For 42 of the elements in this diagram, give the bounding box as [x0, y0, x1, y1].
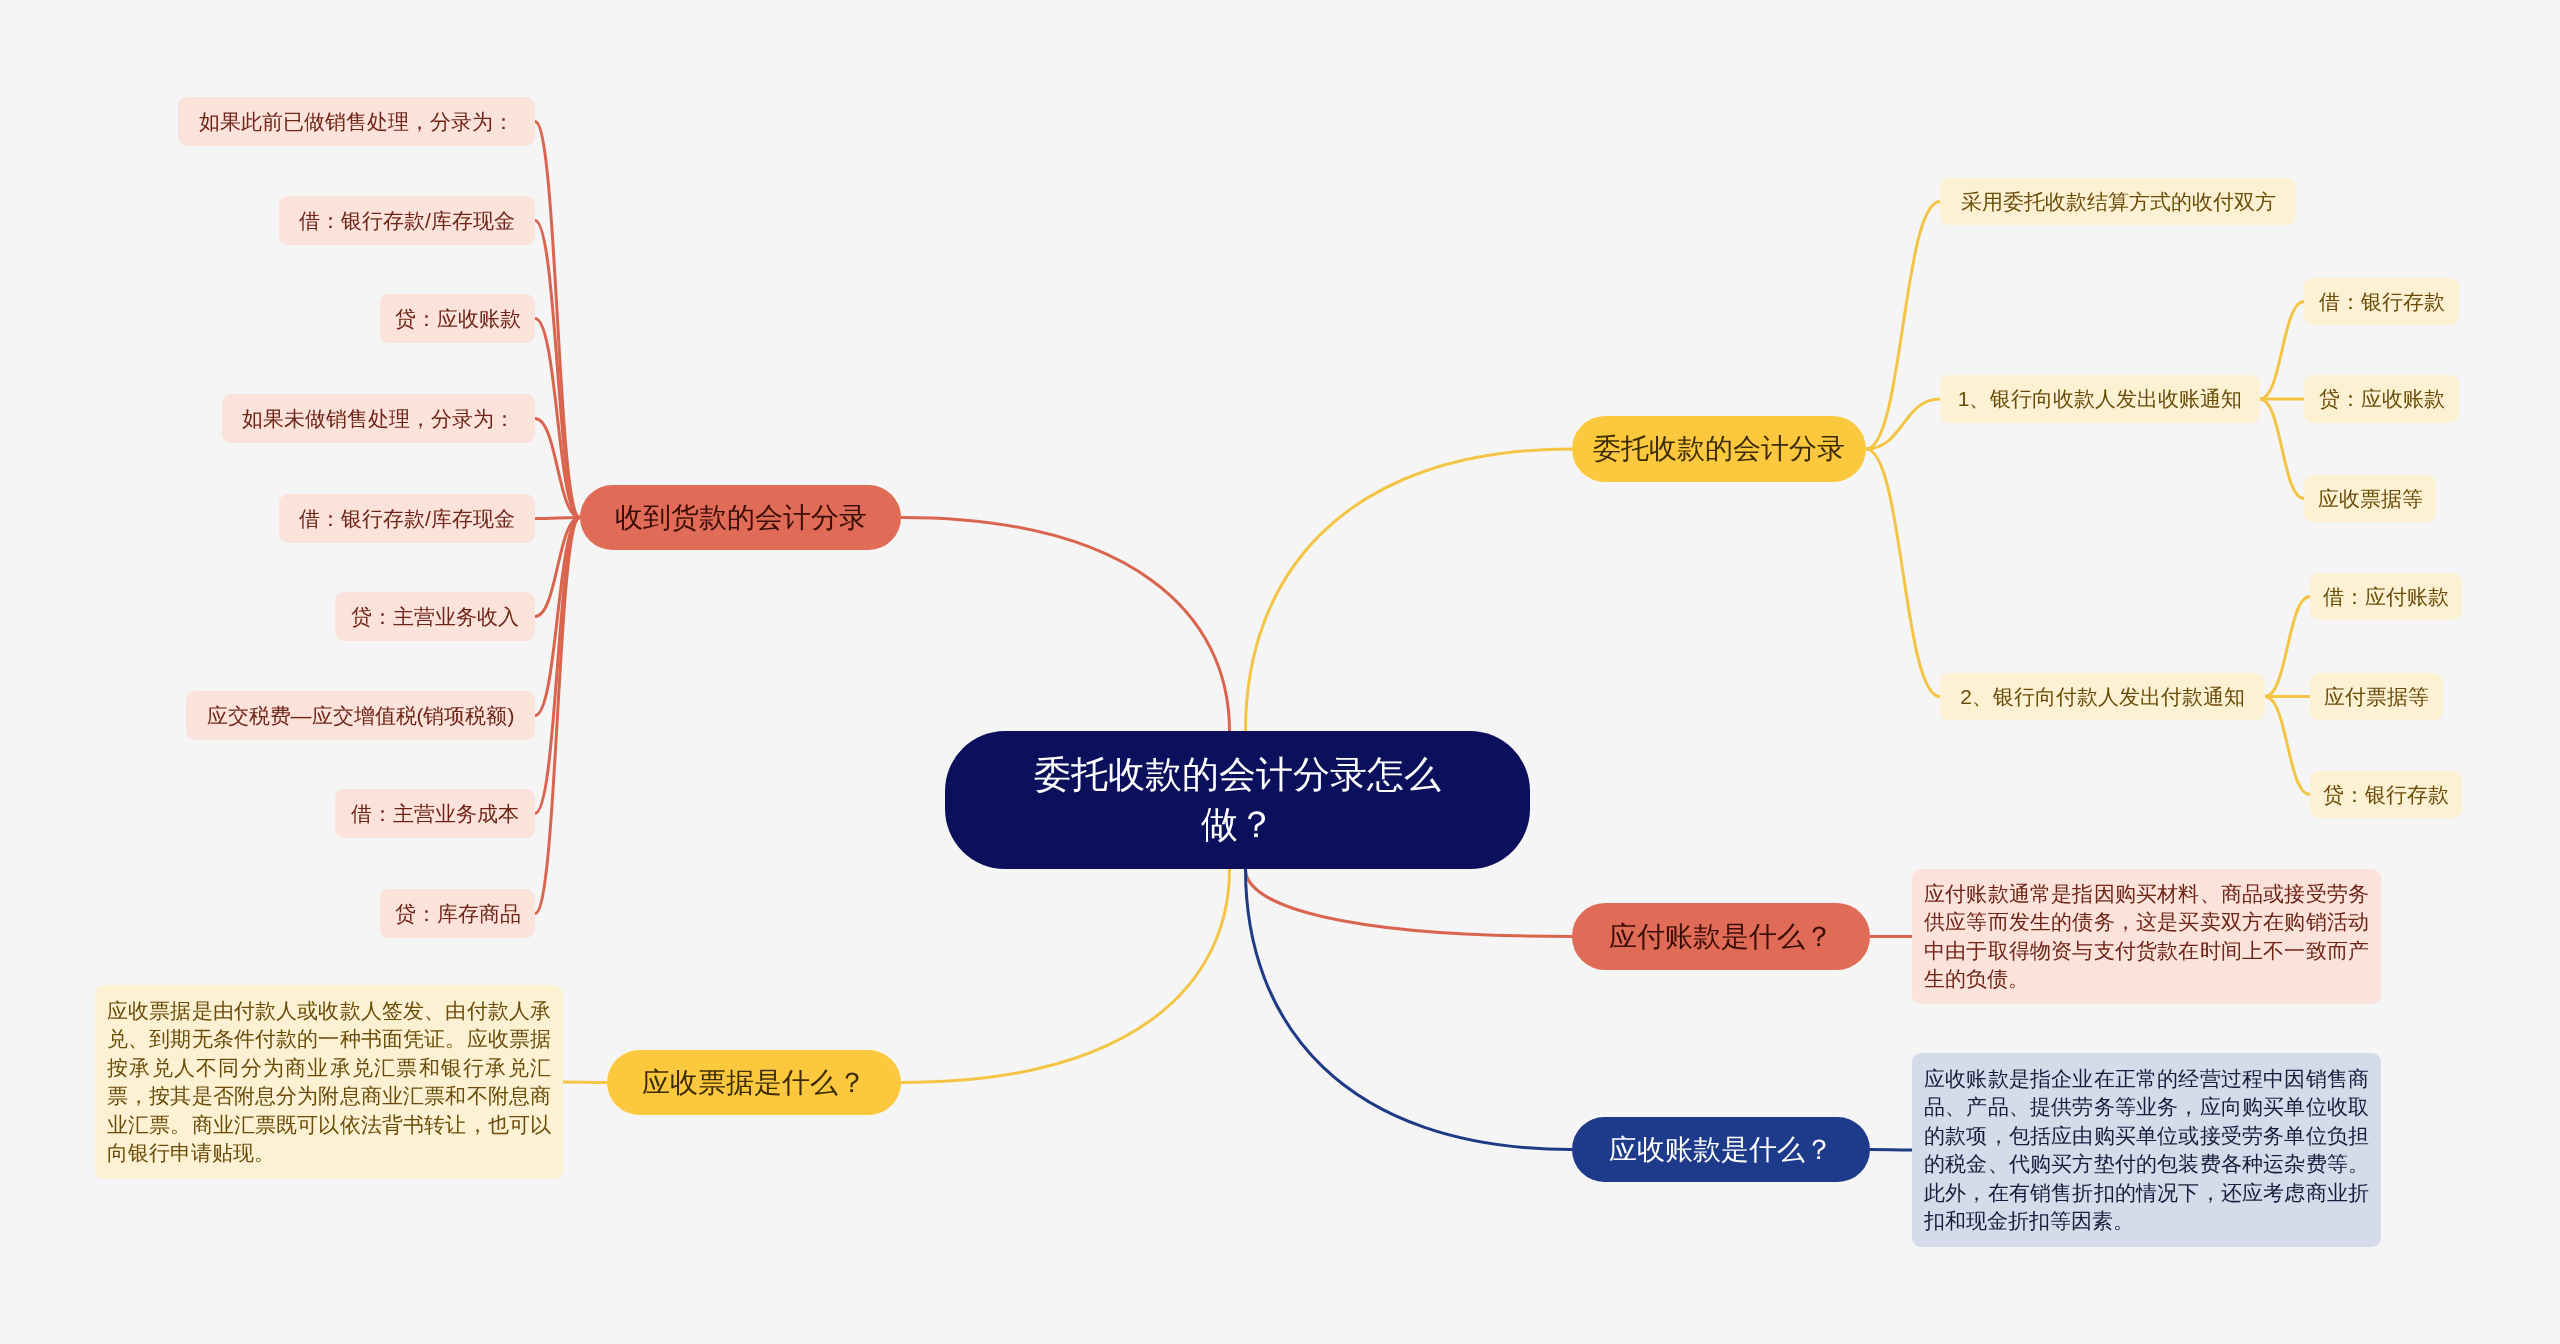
leaf-topic: 贷：主营业务收入 — [335, 592, 535, 641]
description-box: 应收票据是由付款人或收款人签发、由付款人承兑、到期无条件付款的一种书面凭证。应收票据按承兑人不同分为商业承兑汇票和银行承兑汇票，按其是否附息分为附息商业汇票和不附息商业汇票。商业汇票既可以依法背书转让，也可以向银行申请贴现。 — [95, 985, 563, 1179]
branch-topic: 应付账款是什么？ — [1572, 903, 1870, 970]
branch-topic: 应收账款是什么？ — [1572, 1117, 1870, 1182]
connector-line — [2264, 595, 2311, 698]
leaf-topic: 借：主营业务成本 — [335, 789, 535, 838]
branch-topic: 委托收款的会计分录 — [1572, 416, 1866, 482]
connector-line — [533, 516, 582, 915]
leaf-topic: 应付票据等 — [2310, 673, 2443, 720]
connector-line — [2259, 300, 2305, 401]
leaf-topic: 如果未做销售处理，分录为： — [222, 394, 535, 443]
leaf-topic: 借：银行存款 — [2304, 278, 2459, 325]
branch-topic: 收到货款的会计分录 — [580, 485, 901, 550]
connector-line — [2259, 397, 2305, 500]
connector-line — [1865, 397, 1941, 451]
leaf-topic: 贷：应收账款 — [2304, 375, 2459, 423]
connector-line — [900, 868, 1231, 1084]
branch-topic: 应收票据是什么？ — [607, 1050, 901, 1115]
leaf-topic: 借：银行存款/库存现金 — [279, 494, 535, 543]
leaf-topic: 借：应付账款 — [2310, 573, 2462, 620]
connector-line — [563, 1080, 607, 1084]
leaf-topic: 贷：应收账款 — [380, 294, 535, 343]
connector-line — [1865, 447, 1941, 698]
description-box: 应收账款是指企业在正常的经营过程中因销售商品、产品、提供劳务等业务，应向购买单位收取的款项，包括应由购买单位或接受劳务单位负担的税金、代购买方垫付的包装费各种运杂费等。此外，在有销售折扣的情况下，还应考虑商业折扣和现金折扣等因素。 — [1912, 1053, 2381, 1247]
connector-line — [533, 219, 582, 519]
leaf-topic: 贷：库存商品 — [380, 889, 535, 938]
leaf-topic: 1、银行向收款人发出收账通知 — [1940, 375, 2260, 423]
leaf-topic: 2、银行向付款人发出付款通知 — [1940, 673, 2265, 720]
connector-line — [1244, 868, 1573, 1151]
leaf-topic: 应交税费—应交增值税(销项税额) — [186, 691, 535, 740]
leaf-topic: 借：银行存款/库存现金 — [279, 196, 535, 245]
connector-line — [900, 516, 1231, 732]
description-box: 应付账款通常是指因购买材料、商品或接受劳务供应等而发生的债务，这是买卖双方在购销活动中由于取得物资与支付货款在时间上不一致而产生的负债。 — [1912, 869, 2381, 1004]
leaf-topic: 贷：银行存款 — [2310, 771, 2462, 818]
leaf-topic: 应收票据等 — [2304, 475, 2436, 522]
connector-line — [1870, 1148, 1912, 1152]
leaf-topic: 采用委托收款结算方式的收付双方 — [1940, 178, 2296, 225]
central-topic: 委托收款的会计分录怎么做？ — [945, 731, 1530, 869]
connector-line — [1870, 935, 1912, 938]
leaf-topic: 如果此前已做销售处理，分录为： — [178, 97, 535, 146]
connector-line — [1244, 447, 1573, 732]
connector-line — [2264, 695, 2311, 796]
